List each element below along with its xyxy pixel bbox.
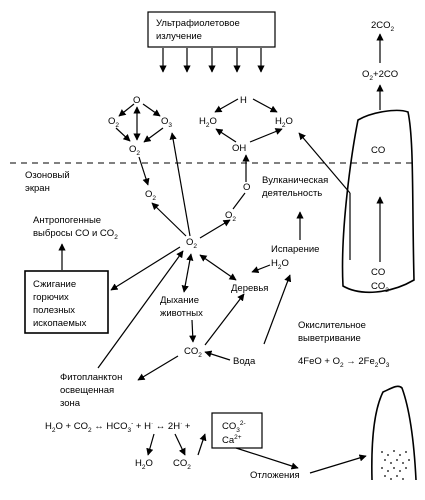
co-rock: CO xyxy=(371,145,385,156)
h2o-evaporation: H2O xyxy=(271,258,289,271)
h2o-bottom: H2O xyxy=(135,458,153,471)
o2-bottom: O2 xyxy=(129,144,140,157)
sediment-dots xyxy=(381,450,410,480)
co2-middle: CO2 xyxy=(184,346,202,359)
co-rock-bottom: CO xyxy=(371,267,385,278)
fossil-fuel-box xyxy=(24,270,109,334)
o2-plus-2co: O2+2CO xyxy=(362,69,398,82)
ca-ion: Ca2+ xyxy=(222,434,242,446)
burn-line3: полезных xyxy=(33,305,75,316)
o2-center: O2 xyxy=(186,237,197,250)
o-atom-top: O xyxy=(133,95,140,106)
h-atom: H xyxy=(240,95,247,106)
burn-line1: Сжигание xyxy=(33,279,76,290)
weathering-line2: выветривание xyxy=(298,333,361,344)
breathing-line1: Дыхание xyxy=(160,295,199,306)
o2-below-layer: O2 xyxy=(145,189,156,202)
oh-radical: OH xyxy=(232,143,246,154)
o2-to-burning-arrow xyxy=(110,246,181,291)
volcanic-line2: деятельность xyxy=(262,188,322,199)
phyto-line3: зона xyxy=(60,398,81,409)
ozone-cycle: O O2 O3 O2 O2 xyxy=(108,95,172,202)
uv-rays xyxy=(159,48,265,73)
water-dissociation: H H2O H2O OH O xyxy=(199,95,293,210)
o2-left: O2 xyxy=(108,116,119,129)
burn-line4: ископаемых xyxy=(33,318,87,329)
phyto-line2: освещенная xyxy=(60,385,114,396)
two-co2-top: 2CO2 xyxy=(371,20,395,33)
burn-line2: горючих xyxy=(33,292,69,303)
o2-upper-right: O2 xyxy=(225,210,236,223)
h2o-left: H2O xyxy=(199,116,217,129)
o-atom-mid: O xyxy=(243,182,250,193)
deposits-label: Отложения xyxy=(250,470,300,481)
volcanic-line1: Вулканическая xyxy=(262,175,328,186)
rock-body xyxy=(341,109,415,294)
uv-label-line2: излучение xyxy=(156,31,202,42)
sediment-column xyxy=(371,385,417,481)
weathering-line1: Окислительное xyxy=(298,320,366,331)
carbonate-equilibrium: H2O + CO2 ↔ HCO3- + H· ↔ 2H· + xyxy=(45,420,191,434)
ozone-label-line1: Озоновый xyxy=(25,170,70,181)
ozone-label-line2: экран xyxy=(25,183,50,194)
volcanic-to-water-arrow xyxy=(298,132,351,194)
phyto-line1: Фитопланктон xyxy=(60,372,122,383)
co3-ion: CO32- xyxy=(222,420,246,434)
uv-radiation-box xyxy=(147,11,276,48)
anthro-line2: выбросы CO и CO2 xyxy=(33,228,118,241)
feo-reaction: 4FeO + O2 → 2Fe2O3 xyxy=(298,356,390,369)
h2o-right: H2O xyxy=(275,116,293,129)
trees-label: Деревья xyxy=(231,283,268,294)
breathing-line2: животных xyxy=(160,308,203,319)
co2-bottom: CO2 xyxy=(173,458,191,471)
anthro-line1: Антропогенные xyxy=(33,215,101,226)
evaporation-label: Испарение xyxy=(271,244,319,255)
water-label: Вода xyxy=(233,356,256,367)
co2-rock-bottom: CO2 xyxy=(371,281,389,294)
uv-label-line1: Ультрафиолетовое xyxy=(156,18,240,29)
o3-right: O3 xyxy=(161,116,172,129)
